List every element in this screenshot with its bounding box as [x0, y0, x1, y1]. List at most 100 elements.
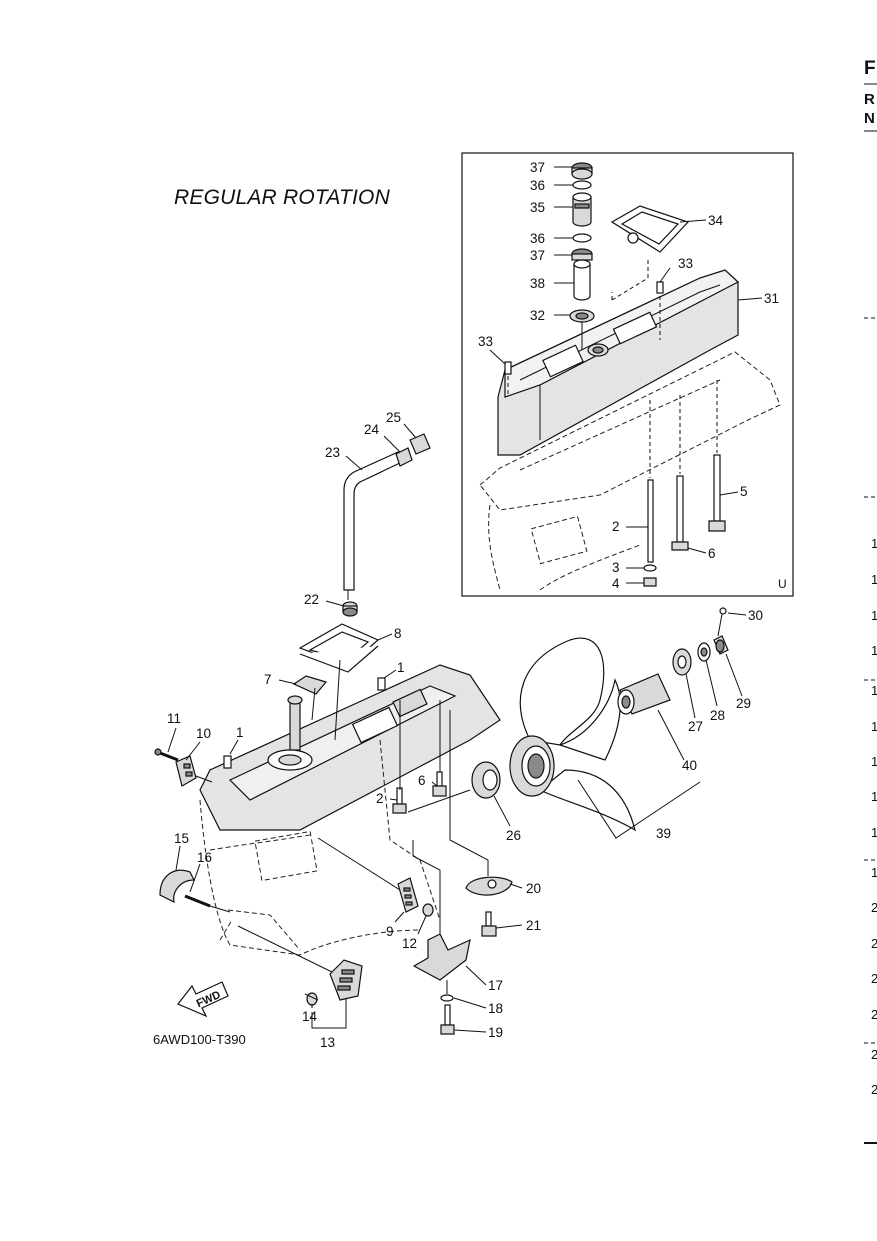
- bolt-21: [481, 911, 497, 937]
- callout-6-main: 6: [418, 773, 426, 788]
- callout-23: 23: [325, 445, 340, 460]
- edge-number-9: 1: [871, 825, 877, 840]
- edge-letter-1: F: [864, 58, 876, 79]
- anode-9: [397, 877, 419, 913]
- grommet-22: [342, 601, 358, 617]
- callout-17: 17: [488, 978, 503, 993]
- edge-number-5: 1: [871, 683, 877, 698]
- plate-7: [292, 675, 328, 695]
- edge-number-14: 2: [871, 1007, 877, 1022]
- callout-12: 12: [402, 936, 417, 951]
- inset-mark: U: [778, 577, 787, 591]
- gasket-34: [610, 205, 690, 253]
- edge-rules: [864, 83, 877, 1144]
- callout-33-left: 33: [478, 334, 493, 349]
- washer-18: [440, 994, 454, 1002]
- lower-case: [199, 664, 501, 956]
- bolt-6: [432, 771, 447, 797]
- callout-34: 34: [708, 213, 724, 228]
- callout-27: 27: [688, 719, 703, 734]
- edge-number-11: 2: [871, 900, 877, 915]
- callout-10: 10: [196, 726, 211, 741]
- callout-40: 40: [682, 758, 697, 773]
- inset-stack-parts: [569, 162, 595, 350]
- callout-19: 19: [488, 1025, 503, 1040]
- anode-10: [175, 755, 197, 787]
- nut-12: [422, 903, 434, 917]
- washer-28: [697, 642, 711, 662]
- edge-number-4: 1: [871, 643, 877, 658]
- edge-number-16: 2: [871, 1082, 877, 1097]
- gasket-8: [298, 623, 380, 673]
- edge-letter-3: N: [864, 110, 875, 127]
- propeller-39: [509, 637, 636, 832]
- thrust-holder-26: [471, 761, 501, 799]
- edge-number-8: 1: [871, 789, 877, 804]
- washer-27: [672, 648, 692, 676]
- callout-11: 11: [167, 711, 181, 726]
- trim-tab-20: [465, 876, 513, 896]
- edge-number-6: 1: [871, 719, 877, 734]
- callout-36-top: 36: [530, 178, 545, 193]
- callout-7: 7: [264, 672, 272, 687]
- callout-24: 24: [364, 422, 380, 437]
- spacer-40: [617, 673, 671, 715]
- inset-frame: [461, 152, 794, 597]
- inset-studs: [643, 380, 726, 587]
- callout-2-main: 2: [376, 791, 384, 806]
- callout-29: 29: [736, 696, 751, 711]
- callout-30: 30: [748, 608, 763, 623]
- callout-5: 5: [740, 484, 748, 499]
- bolt-11: [154, 748, 179, 762]
- callout-18: 18: [488, 1001, 503, 1016]
- anode-17: [412, 933, 471, 981]
- callout-1-lower: 1: [236, 725, 244, 740]
- callout-13: 13: [320, 1035, 335, 1050]
- water-tube-23: [343, 433, 431, 591]
- part-code: 6AWD100-T390: [153, 1032, 246, 1047]
- anode-13: [329, 959, 363, 1001]
- callout-36-bottom: 36: [530, 231, 545, 246]
- dowel-pins-1: [223, 677, 386, 769]
- leader-lines: [167, 166, 763, 1033]
- edge-number-10: 1: [871, 865, 877, 880]
- exhaust-guide-31: [497, 269, 740, 456]
- edge-number-1: 1: [871, 536, 877, 551]
- callout-14: 14: [302, 1009, 318, 1024]
- edge-letter-2: R: [864, 91, 875, 108]
- callout-28: 28: [710, 708, 725, 723]
- nut-29: [713, 635, 729, 655]
- callout-20: 20: [526, 881, 541, 896]
- edge-number-15: 2: [871, 1047, 877, 1062]
- callout-31: 31: [764, 291, 779, 306]
- callout-2-inset: 2: [612, 519, 620, 534]
- callout-32: 32: [530, 308, 545, 323]
- inset-ghost-housing: [479, 351, 781, 591]
- callout-9: 9: [386, 924, 394, 939]
- bolt-16: [184, 894, 211, 908]
- fwd-arrow-icon: FWD: [177, 981, 229, 1018]
- callout-26: 26: [506, 828, 521, 843]
- callout-37-top: 37: [530, 160, 545, 175]
- callout-15: 15: [174, 831, 189, 846]
- callout-6-inset: 6: [708, 546, 716, 561]
- edge-number-7: 1: [871, 754, 877, 769]
- bolt-2: [392, 787, 407, 814]
- callout-22: 22: [304, 592, 319, 607]
- callout-33-right: 33: [678, 256, 693, 271]
- cotter-pin-30: [717, 607, 727, 637]
- callout-1-upper: 1: [397, 660, 405, 675]
- callout-3: 3: [612, 560, 620, 575]
- bolt-19: [440, 1004, 455, 1035]
- dowel-pins-33: [504, 281, 664, 396]
- edge-number-3: 1: [871, 608, 877, 623]
- assembly-lines: [195, 258, 649, 1001]
- edge-number-13: 2: [871, 971, 877, 986]
- callout-39: 39: [656, 826, 671, 841]
- callout-25: 25: [386, 410, 401, 425]
- edge-number-12: 2: [871, 936, 877, 951]
- callout-8: 8: [394, 626, 402, 641]
- callout-21: 21: [526, 918, 541, 933]
- callout-35: 35: [530, 200, 545, 215]
